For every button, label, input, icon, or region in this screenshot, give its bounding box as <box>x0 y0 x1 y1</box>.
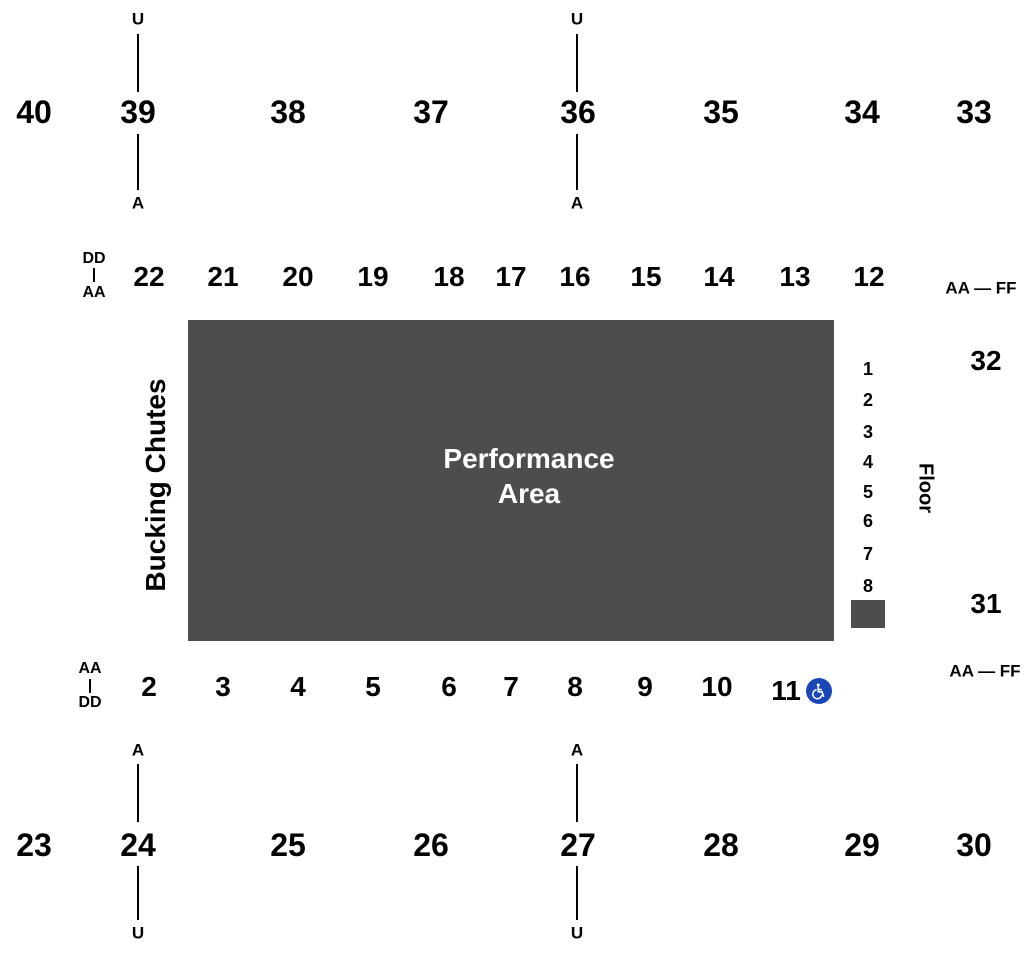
floor-label: Floor <box>914 463 937 513</box>
section-17[interactable]: 17 <box>495 261 527 292</box>
section-4[interactable]: 4 <box>290 671 306 702</box>
row-marker-a: A <box>570 193 584 213</box>
floor-section-5[interactable]: 5 <box>862 482 874 502</box>
section-25[interactable]: 25 <box>270 827 306 863</box>
row-line <box>93 268 95 282</box>
section-40[interactable]: 40 <box>16 94 52 130</box>
section-14[interactable]: 14 <box>703 261 735 292</box>
section-22[interactable]: 22 <box>133 261 165 292</box>
row-line <box>576 866 578 920</box>
row-range-aa-ff: AA — FF <box>949 661 1021 681</box>
section-29[interactable]: 29 <box>844 827 880 863</box>
section-8[interactable]: 8 <box>567 671 583 702</box>
section-33[interactable]: 33 <box>956 94 992 130</box>
floor-section-8[interactable]: 8 <box>862 576 874 596</box>
section-24[interactable]: 24 <box>120 827 156 863</box>
row-marker-a: A <box>131 193 145 213</box>
section-16[interactable]: 16 <box>559 261 591 292</box>
section-2[interactable]: 2 <box>141 671 157 702</box>
floor-section-6[interactable]: 6 <box>862 511 874 531</box>
section-15[interactable]: 15 <box>630 261 662 292</box>
section-23[interactable]: 23 <box>16 827 52 863</box>
section-10[interactable]: 10 <box>701 671 733 702</box>
section-36[interactable]: 36 <box>560 94 596 130</box>
section-28[interactable]: 28 <box>703 827 739 863</box>
row-marker-aa: AA <box>78 660 102 677</box>
row-marker-u: U <box>131 923 145 943</box>
row-marker-a: A <box>570 740 584 760</box>
row-marker-dd: DD <box>78 694 102 711</box>
floor-stage-box <box>851 600 885 628</box>
section-12[interactable]: 12 <box>853 261 885 292</box>
section-30[interactable]: 30 <box>956 827 992 863</box>
row-marker-u: U <box>570 9 584 29</box>
section-39[interactable]: 39 <box>120 94 156 130</box>
section-38[interactable]: 38 <box>270 94 306 130</box>
floor-section-4[interactable]: 4 <box>862 452 874 472</box>
row-line <box>576 34 578 92</box>
section-32[interactable]: 32 <box>970 345 1002 376</box>
row-marker-dd: DD <box>82 250 106 267</box>
floor-section-1[interactable]: 1 <box>862 359 874 379</box>
row-marker-u: U <box>570 923 584 943</box>
section-6[interactable]: 6 <box>441 671 457 702</box>
row-range-aa-ff: AA — FF <box>945 278 1017 298</box>
section-37[interactable]: 37 <box>413 94 449 130</box>
section-34[interactable]: 34 <box>844 94 880 130</box>
section-9[interactable]: 9 <box>637 671 653 702</box>
section-7[interactable]: 7 <box>503 671 519 702</box>
row-line <box>576 764 578 822</box>
section-19[interactable]: 19 <box>357 261 389 292</box>
wheelchair-glyph <box>812 683 825 700</box>
section-13[interactable]: 13 <box>779 261 811 292</box>
section-26[interactable]: 26 <box>413 827 449 863</box>
performance-area <box>188 320 834 641</box>
arena-label-line1: Performance <box>443 443 615 474</box>
section-31[interactable]: 31 <box>970 588 1002 619</box>
performance-area-label: Performance Area <box>443 441 614 511</box>
wheelchair-icon <box>806 678 832 704</box>
section-11[interactable]: 11 <box>771 675 801 706</box>
section-35[interactable]: 35 <box>703 94 739 130</box>
bucking-chutes-label: Bucking Chutes <box>140 378 171 592</box>
section-20[interactable]: 20 <box>282 261 314 292</box>
row-marker-a: A <box>131 740 145 760</box>
row-line <box>89 679 91 693</box>
section-5[interactable]: 5 <box>365 671 381 702</box>
row-line <box>137 764 139 822</box>
section-3[interactable]: 3 <box>215 671 231 702</box>
row-line <box>137 134 139 190</box>
arena-label-line2: Area <box>497 478 561 509</box>
row-marker-aa: AA <box>82 284 106 301</box>
floor-section-2[interactable]: 2 <box>862 390 874 410</box>
floor-section-7[interactable]: 7 <box>862 544 874 564</box>
section-18[interactable]: 18 <box>433 261 465 292</box>
row-marker-u: U <box>131 9 145 29</box>
floor-section-3[interactable]: 3 <box>862 422 874 442</box>
row-line <box>576 134 578 190</box>
section-21[interactable]: 21 <box>207 261 239 292</box>
section-27[interactable]: 27 <box>560 827 596 863</box>
row-line <box>137 34 139 92</box>
row-line <box>137 866 139 920</box>
